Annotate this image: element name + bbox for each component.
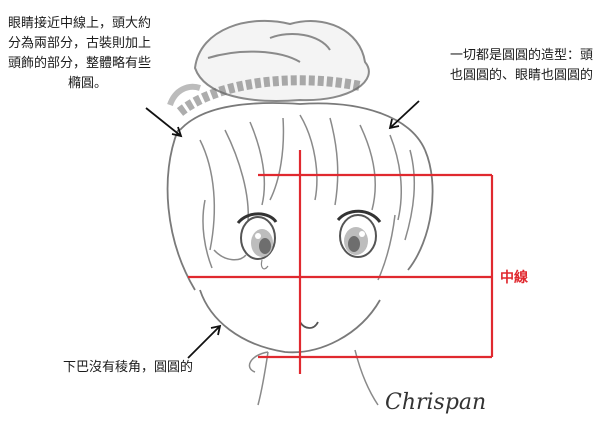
- note-top-right-line-1: 一切都是圓圓的造型：頭: [449, 48, 593, 63]
- arrow-top-right: [389, 100, 420, 129]
- note-top-left-line-3: 頭飾的部分，整體略有些: [8, 56, 152, 71]
- note-top-left-line-2: 分為兩部分，古裝則加上: [8, 36, 152, 51]
- note-top-left-line-1: 眼睛接近中線上，頭大約: [8, 16, 152, 31]
- note-top-right-line-2: 也圓圓的、眼睛也圓圓的: [449, 68, 593, 83]
- midline-label: 中線: [500, 270, 528, 286]
- guide-lines: [188, 150, 494, 374]
- right-eye: [336, 209, 382, 258]
- arrow-bottom-left: [187, 325, 221, 359]
- left-eye: [236, 212, 278, 270]
- note-bottom-left: 下巴沒有稜角，圓圓的: [63, 360, 194, 375]
- hair-bangs: [199, 114, 416, 261]
- mouth: [299, 321, 319, 329]
- arrow-top-left: [145, 107, 182, 137]
- hair-bun-ornament: [167, 20, 370, 116]
- head-outline: [166, 102, 434, 354]
- note-top-left: 眼睛接近中線上，頭大約 分為兩部分，古裝則加上 頭飾的部分，整體略有些 橢圓。: [8, 14, 216, 94]
- collar: [248, 349, 379, 406]
- artist-signature: Chrispan: [385, 390, 487, 415]
- note-top-left-line-4: 橢圓。: [68, 76, 108, 91]
- side-lock: [202, 199, 396, 281]
- note-top-right: 一切都是圓圓的造型：頭 也圓圓的、眼睛也圓圓的: [393, 46, 593, 86]
- annotation-arrows: [145, 100, 420, 359]
